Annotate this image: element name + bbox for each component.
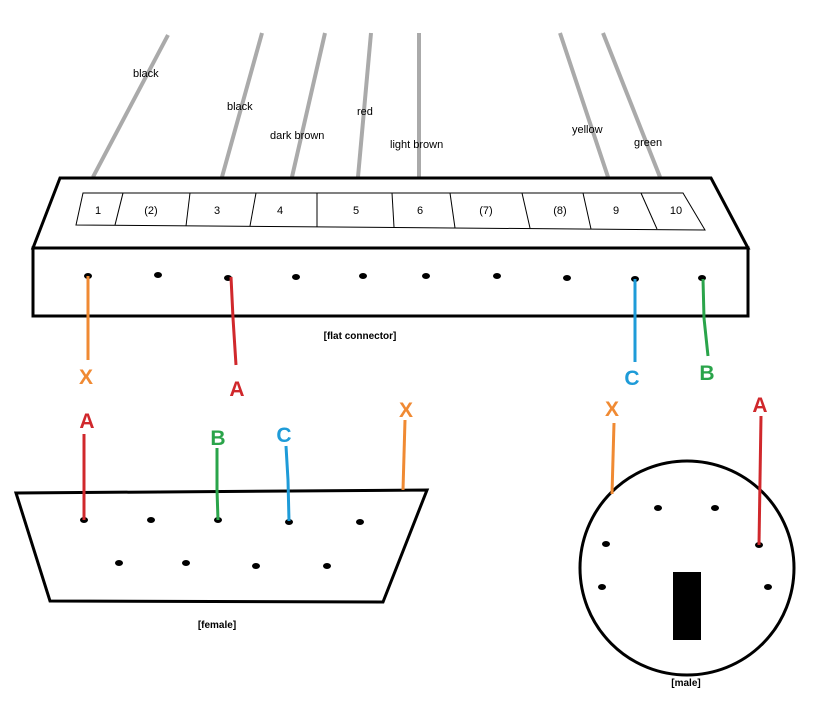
pin-label-8: (8): [553, 205, 566, 217]
wire-3: [220, 32, 264, 178]
flat-tag-a: A: [229, 378, 244, 401]
female-lead-x: [401, 419, 407, 491]
female-caption: [female]: [198, 620, 236, 631]
male-tag-x: X: [605, 398, 619, 421]
pin-label-10: 10: [670, 205, 682, 217]
male-key-slot: [673, 572, 701, 640]
female-lead-b: [215, 448, 220, 521]
ribbon-wires: [91, 32, 662, 178]
male-caption: [male]: [671, 678, 700, 689]
wire-5: [356, 32, 373, 178]
wire-1: [91, 34, 170, 178]
flat-lead-a: [229, 276, 238, 366]
wire-label-5: red: [357, 106, 373, 118]
pin-label-7: (7): [479, 205, 492, 217]
pin-strip: [75, 192, 706, 231]
male-lead-a: [757, 415, 763, 546]
wire-label-6: light brown: [390, 139, 443, 151]
pin-label-9: 9: [613, 205, 619, 217]
flat-tag-x: X: [79, 366, 93, 389]
male-connector-body: [578, 459, 796, 677]
wire-9a: [558, 32, 610, 178]
female-tag-c: C: [276, 424, 291, 447]
wire-label-4: dark brown: [270, 130, 324, 142]
pin-label-3: 3: [214, 205, 220, 217]
wire-label-1: black: [133, 68, 159, 80]
pin-label-4: 4: [277, 205, 283, 217]
wire-10a: [601, 32, 662, 178]
male-lead-x: [610, 422, 616, 495]
pin-label-5: 5: [353, 205, 359, 217]
wire-label-10: green: [634, 137, 662, 149]
flat-tag-c: C: [624, 367, 639, 390]
pin-label-1: 1: [95, 205, 101, 217]
wire-4: [290, 32, 327, 178]
female-tag-b: B: [210, 427, 225, 450]
pin-label-6: 6: [417, 205, 423, 217]
flat-lead-b: [701, 278, 710, 357]
wire-label-9: yellow: [572, 124, 603, 136]
female-tag-x: X: [399, 399, 413, 422]
female-lead-c: [284, 445, 291, 522]
male-tag-a: A: [752, 394, 767, 417]
flat-tag-b: B: [699, 362, 714, 385]
flat-connector-caption: [flat connector]: [324, 331, 397, 342]
female-connector-body: [13, 488, 430, 604]
female-tag-a: A: [79, 410, 94, 433]
pin-label-2: (2): [144, 205, 157, 217]
wire-label-3: black: [227, 101, 253, 113]
flat-connector-body: [31, 246, 750, 318]
